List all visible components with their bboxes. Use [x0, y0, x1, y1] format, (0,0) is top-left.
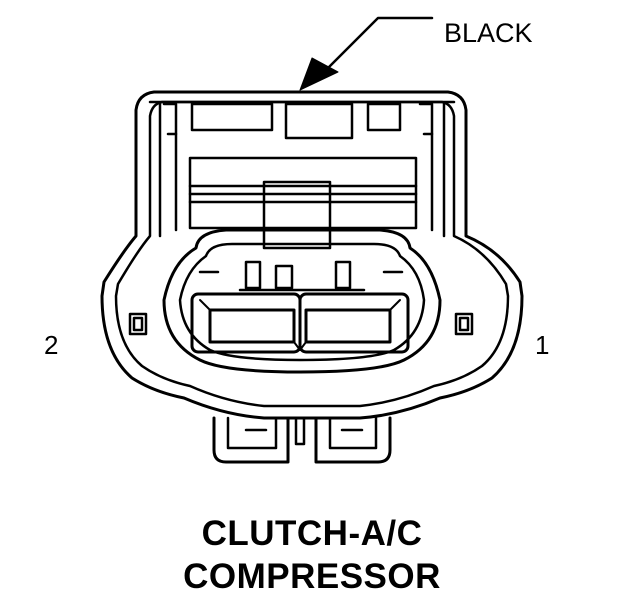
latch-housing	[188, 156, 418, 250]
top-rail	[148, 100, 456, 238]
connector-outer-shell	[100, 90, 524, 420]
cavity-surround	[162, 228, 442, 374]
pin-cavity-2	[190, 292, 302, 354]
pin-cavity-1	[298, 292, 410, 354]
side-latches	[128, 312, 474, 336]
connector-title-line-2: COMPRESSOR	[183, 557, 441, 596]
pin-1-label: 1	[535, 330, 550, 360]
connector-title-line-1: CLUTCH-A/C	[201, 514, 423, 553]
pin-2-label: 2	[44, 330, 59, 360]
bottom-feet	[212, 416, 392, 464]
connector-inner-shell	[114, 100, 510, 408]
leader-arrow	[299, 16, 434, 91]
terminal-locks	[198, 260, 404, 292]
connector-color-label: BLACK	[444, 18, 533, 48]
